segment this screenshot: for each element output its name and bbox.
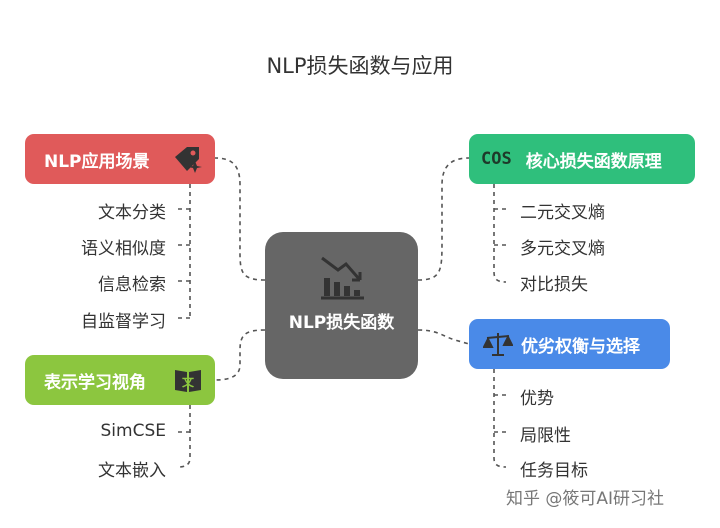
leaf-semantic-similarity: 语义相似度	[81, 239, 166, 259]
center-node: NLP损失函数	[265, 232, 418, 379]
watermark: 知乎 @筱可AI研习社	[506, 489, 665, 509]
leaf-text-classification: 文本分类	[98, 203, 166, 223]
branch-tradeoffs-label: 优劣权衡与选择	[521, 336, 640, 357]
branch-applications: NLP应用场景	[25, 134, 215, 184]
branch-representation: 表示学习视角 文	[25, 355, 215, 405]
leaf-self-supervised-learning: 自监督学习	[81, 312, 166, 332]
branch-principles: COS 核心损失函数原理	[469, 134, 695, 184]
leaf-contrastive-loss: 对比损失	[520, 275, 588, 295]
branch-principles-label: 核心损失函数原理	[525, 151, 662, 172]
scale-icon	[483, 333, 513, 356]
leaf-limitations: 局限性	[520, 426, 571, 446]
tag-icon	[175, 147, 202, 173]
declining-chart-icon	[321, 256, 364, 300]
leaf-multi-cross-entropy: 多元交叉熵	[520, 239, 605, 259]
svg-text:文: 文	[182, 374, 195, 389]
leaf-advantages: 优势	[520, 389, 554, 409]
leaf-text-embedding: 文本嵌入	[98, 461, 166, 481]
leaf-task-objective: 任务目标	[520, 461, 588, 481]
center-label: NLP损失函数	[288, 313, 395, 333]
cos-icon: COS	[481, 149, 512, 169]
branch-tradeoffs: 优劣权衡与选择	[469, 319, 670, 369]
diagram-title: NLP损失函数与应用	[266, 54, 454, 78]
leaf-binary-cross-entropy: 二元交叉熵	[520, 203, 605, 223]
leaf-simcse: SimCSE	[100, 421, 166, 441]
leaf-information-retrieval: 信息检索	[98, 275, 166, 295]
branch-representation-label: 表示学习视角	[44, 372, 146, 393]
translate-book-icon: 文	[175, 370, 201, 392]
branch-applications-label: NLP应用场景	[44, 151, 150, 172]
